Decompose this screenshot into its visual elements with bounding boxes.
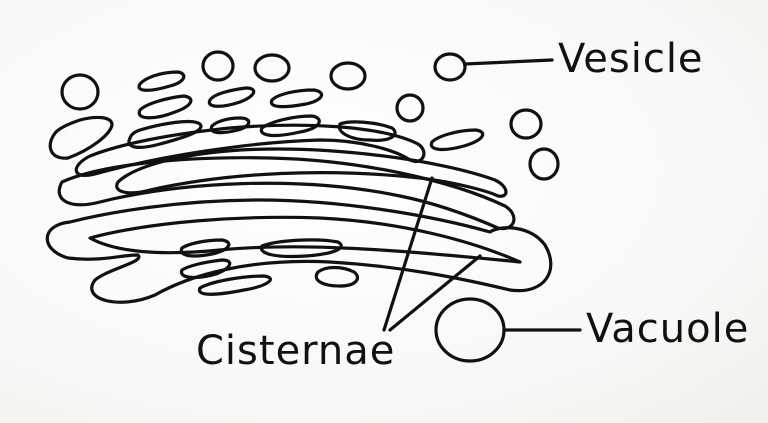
cisterna-lower-4 [259, 238, 343, 259]
vesicle [60, 73, 100, 111]
cisterna-left-lobe [48, 115, 114, 160]
vesicle [509, 108, 543, 140]
cisterna-lower-1 [179, 238, 231, 258]
vesicle-label: Vesicle [558, 36, 704, 82]
cisternae-leader-line-1 [382, 176, 434, 332]
cisterna-outer [45, 198, 553, 304]
cisterna-outer-lumen [88, 215, 522, 264]
cisterna-fragment-5 [269, 88, 324, 109]
vesicle-labeled [433, 52, 467, 82]
vesicle [395, 93, 425, 123]
cisterna-fragment-6 [259, 114, 321, 138]
cisterna-fragment-3 [207, 86, 256, 108]
vesicle [329, 61, 367, 91]
cisterna-fragment-4 [209, 116, 251, 135]
cisterna-top [74, 123, 426, 177]
cisternae-label: Cisternae [196, 328, 395, 374]
cisternae-leader-line-2 [388, 254, 482, 332]
vesicle-leader-line [463, 58, 554, 66]
vesicle [528, 147, 560, 181]
cisterna-fragment-8 [429, 128, 485, 152]
vesicle [253, 53, 291, 83]
cisterna-upper [115, 147, 508, 198]
vacuole [434, 297, 506, 363]
cisterna-fragment-2 [137, 94, 193, 120]
cisterna-fragment-1 [137, 70, 186, 92]
vacuole-label: Vacuole [586, 306, 749, 352]
vesicle [201, 50, 235, 82]
cisterna-lower-2 [179, 258, 232, 280]
cisterna-lower-3 [197, 274, 272, 296]
cisterna-left-lobe-2 [127, 119, 203, 149]
cisterna-lower-5 [314, 265, 360, 288]
cisterna-fragment-7 [337, 120, 397, 142]
